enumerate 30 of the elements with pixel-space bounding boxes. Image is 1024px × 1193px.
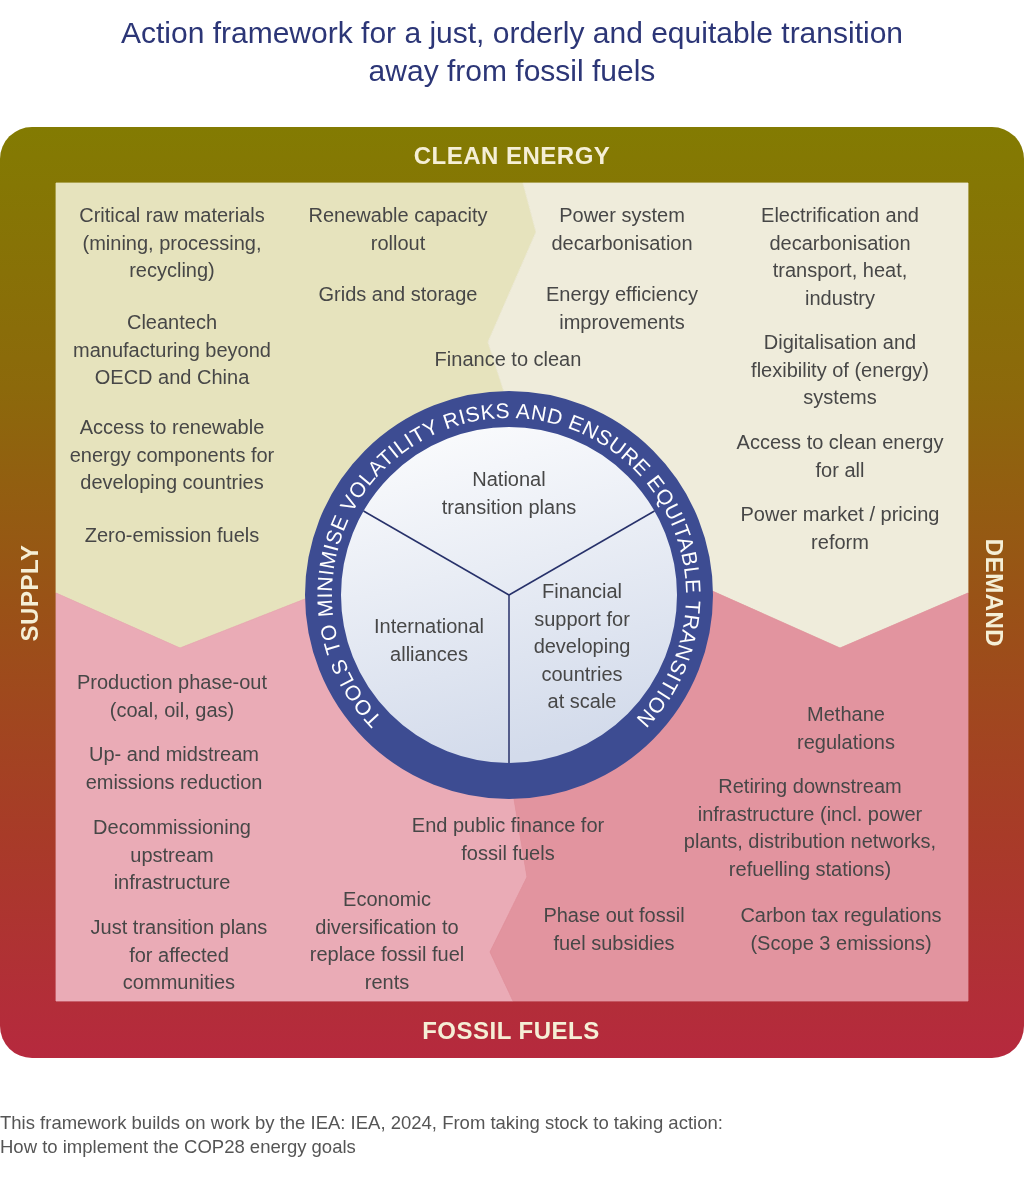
action-item: Power system decarbonisation (550, 203, 694, 256)
action-item: Phase out fossil fuel subsidies (542, 903, 686, 956)
action-item: Finance to clean (433, 347, 583, 372)
band-heading: CLEAN ENERGY (412, 141, 612, 171)
action-item: Just transition plans for affected communities (89, 915, 269, 995)
action-item: Economic diversification to replace fossil fuel rents (308, 887, 466, 995)
action-item: Digitalisation and flexibility of (energy) systems (750, 330, 930, 410)
action-item: Power market / pricing reform (739, 502, 941, 555)
action-item: Access to clean energy for all (735, 430, 945, 483)
band-heading: DEMAND (980, 537, 1009, 650)
band-heading: FOSSIL FUELS (421, 1016, 601, 1046)
action-item: Zero-emission fuels (83, 523, 261, 548)
action-item: Critical raw materials (mining, processing, recycling) (78, 203, 266, 283)
action-item: Cleantech manufacturing beyond OECD and China (72, 310, 272, 390)
action-item: Production phase-out (coal, oil, gas) (75, 670, 269, 723)
action-item: Up- and midstream emissions reduction (84, 742, 264, 795)
action-item: Carbon tax regulations (Scope 3 emissions) (739, 903, 943, 956)
diagram-title: Action framework for a just, orderly and equitable transition away from fossil fuels (119, 15, 905, 89)
action-item: Retiring downstream infrastructure (incl. power plants, distribution networks, refuelling stations) (682, 774, 938, 882)
action-item: Methane regulations (796, 702, 896, 755)
action-item: Decommissioning upstream infrastructure (92, 815, 252, 895)
source-note: This framework builds on work by the IEA: IEA, 2024, From taking stock to taking action: How to implement the COP28 energy goals (0, 1111, 724, 1159)
action-item: Renewable capacity rollout (307, 203, 489, 256)
action-item: Access to renewable energy components for developing countries (68, 415, 276, 495)
framework-frame (0, 127, 1024, 1058)
action-item: Grids and storage (317, 282, 479, 307)
action-item: Electrification and decarbonisation transport, heat, industry (760, 203, 920, 311)
action-item: End public finance for fossil fuels (410, 813, 606, 866)
action-item: Energy efficiency improvements (545, 282, 699, 335)
band-heading: SUPPLY (15, 543, 44, 644)
